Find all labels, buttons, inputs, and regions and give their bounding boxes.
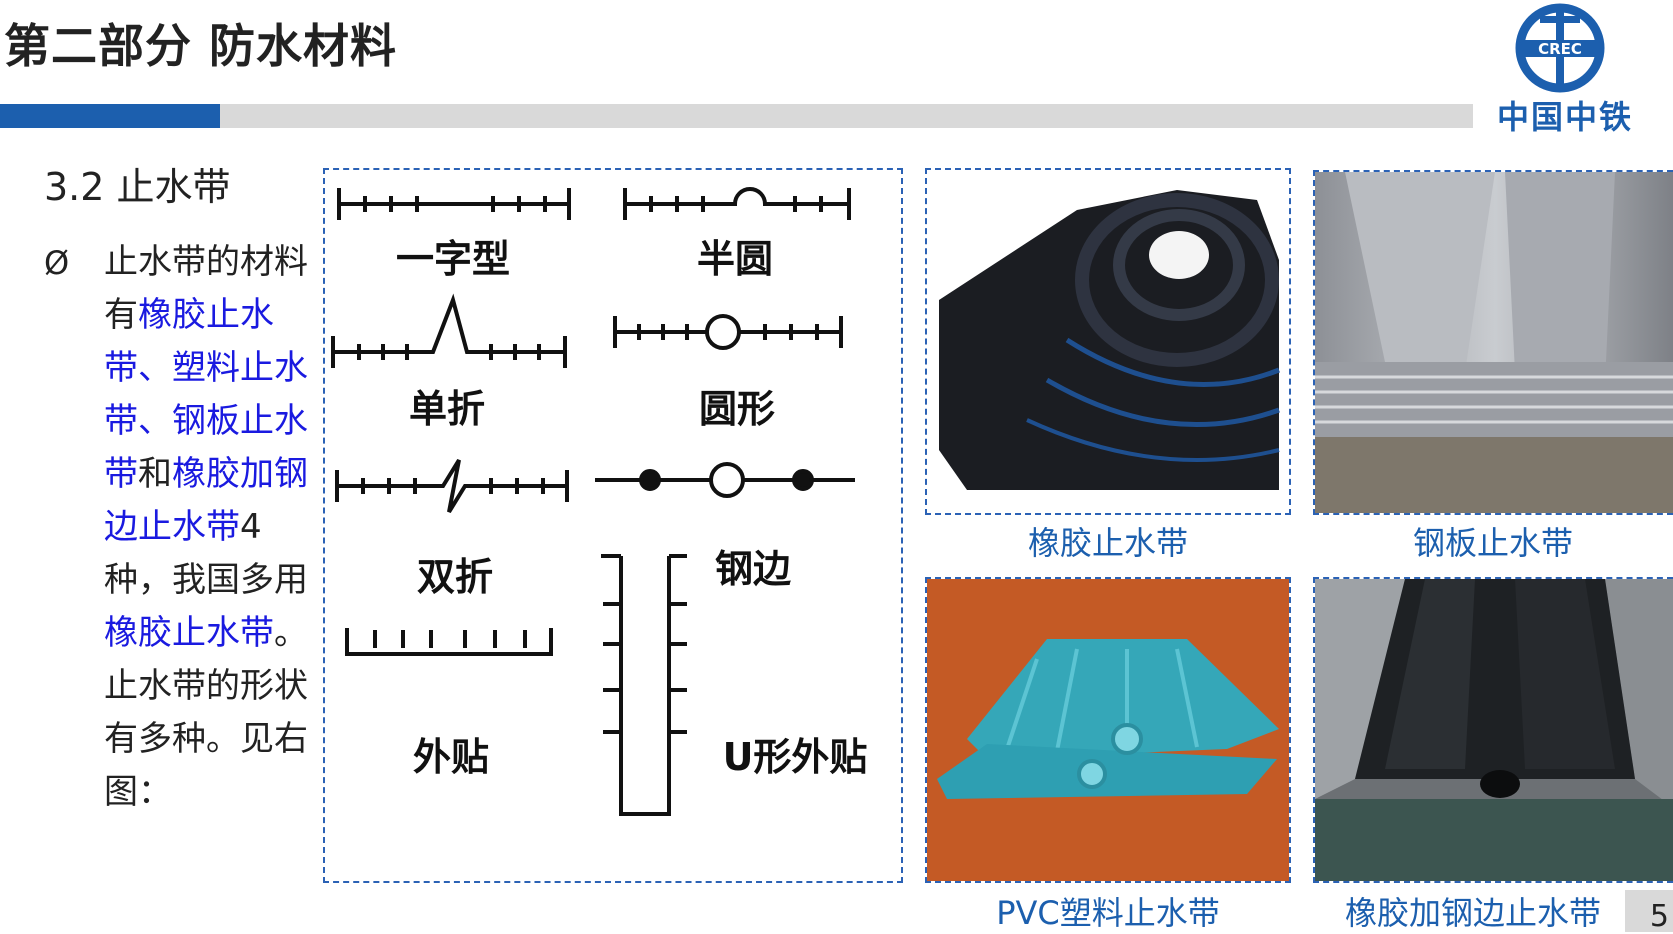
label-steel-edge: 钢边: [715, 547, 791, 591]
page-title: 第二部分 防水材料: [4, 19, 398, 73]
double-fold-shape: [335, 458, 569, 514]
waterstop-shapes-diagram: 一字型 半圆 单折 圆形 双折 钢边 外贴 U形外贴: [323, 168, 903, 883]
label-u-external: U形外贴: [723, 735, 868, 779]
header-divider-bar: [220, 104, 1473, 128]
para-part: 4种，我国多用: [104, 507, 308, 600]
label-flat: 一字型: [396, 237, 510, 281]
half-round-shape: [623, 187, 851, 220]
crec-logo-icon: CREC: [1500, 2, 1620, 142]
external-shape: [345, 628, 553, 656]
bullet-marker: Ø: [44, 244, 70, 282]
label-single-fold: 单折: [409, 387, 485, 431]
single-fold-shape: [331, 293, 567, 368]
caption-steel-edge-rubber: 橡胶加钢边止水带: [1344, 894, 1601, 932]
label-half-round: 半圆: [697, 237, 773, 281]
steel-edge-shape: [595, 462, 855, 498]
page-number-box: 5: [1625, 890, 1673, 934]
page-number: 5: [1649, 899, 1669, 934]
body-paragraph: 止水带的材料有橡胶止水带、塑料止水带、钢板止水带和橡胶加钢边止水带4种，我国多用…: [104, 236, 314, 819]
caption-pvc: PVC塑料止水带: [996, 894, 1220, 932]
caption-steel: 钢板止水带: [1412, 524, 1573, 562]
steel-plate-waterstop-photo: [1313, 170, 1673, 515]
flat-shape: [337, 188, 571, 220]
logo-mark-text: CREC: [1538, 40, 1582, 58]
para-highlight: 橡胶止水带、塑料止水带、钢板止水带: [104, 295, 308, 494]
para-highlight: 橡胶止水带: [104, 613, 274, 653]
header-accent-bar: [0, 104, 220, 128]
para-part: 止水带的材料有: [104, 242, 308, 335]
caption-rubber: 橡胶止水带: [1027, 524, 1188, 562]
para-part: 。止水带的形状有多种。见右图：: [104, 613, 308, 812]
u-external-shape: [601, 554, 687, 816]
label-double-fold: 双折: [417, 555, 493, 599]
rubber-waterstop-photo: [925, 168, 1291, 515]
para-highlight: 橡胶加钢边止水带: [104, 454, 308, 547]
label-external: 外贴: [413, 735, 489, 779]
pvc-waterstop-photo: [925, 577, 1291, 883]
logo-text: 中国中铁: [1497, 98, 1634, 136]
steel-edge-rubber-waterstop-photo: [1313, 577, 1673, 883]
label-round: 圆形: [699, 387, 775, 431]
para-part: 和: [138, 454, 172, 494]
section-heading: 3.2 止水带: [44, 165, 231, 209]
round-shape: [613, 314, 843, 350]
